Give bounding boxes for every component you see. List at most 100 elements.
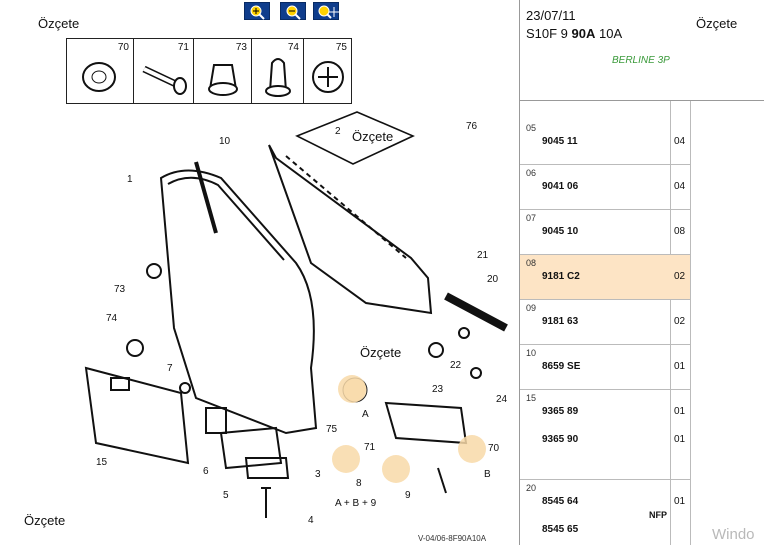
cap-icon <box>312 61 344 93</box>
part-reference: 8545 64 <box>542 496 579 507</box>
row-index: 05 <box>526 123 537 133</box>
callout-label: A <box>362 409 369 420</box>
catalog-date: 23/07/11 <box>526 8 576 23</box>
callout-label[interactable]: 21 <box>477 250 489 261</box>
table-row[interactable]: 20 8545 64 NFP 01 8545 65 <box>520 480 690 546</box>
callout-label[interactable]: 73 <box>114 284 126 295</box>
part-reference: 8545 65 <box>542 524 579 535</box>
part-number: 71 <box>177 42 189 53</box>
callout-label[interactable]: 6 <box>203 466 209 477</box>
plug-icon <box>208 64 238 96</box>
zoom-in-icon <box>250 5 265 20</box>
row-qty: 02 <box>674 316 686 327</box>
callout-label[interactable]: 23 <box>432 384 444 395</box>
part-cell[interactable]: 71 <box>133 39 193 103</box>
column-divider <box>690 101 691 545</box>
callout-label[interactable]: 5 <box>223 490 229 501</box>
grommet-icon <box>82 62 116 92</box>
callout-label[interactable]: 3 <box>315 469 321 480</box>
watermark-text: Özçete <box>696 16 738 31</box>
row-index: 08 <box>526 258 537 268</box>
part-reference: 9045 10 <box>542 226 579 237</box>
callout-label[interactable]: 75 <box>326 424 338 435</box>
part-number: 73 <box>235 42 247 53</box>
watermark-text: Özçete <box>352 129 394 144</box>
hotspot-marker[interactable] <box>382 455 410 483</box>
part-reference: 9365 89 <box>542 406 579 417</box>
hotspot-marker[interactable] <box>338 375 366 403</box>
part-reference: 8659 SE <box>542 361 581 372</box>
zoom-out-icon <box>286 5 301 20</box>
part-reference: 9365 90 <box>542 434 579 445</box>
callout-label[interactable]: 4 <box>308 515 314 526</box>
callout-label[interactable]: 8 <box>356 478 362 489</box>
table-row[interactable]: 09 9181 63 02 <box>520 300 690 345</box>
zoom-pan-icon <box>318 5 339 19</box>
row-index: 15 <box>526 393 537 403</box>
part-number: 75 <box>335 42 347 53</box>
callout-label[interactable]: 74 <box>106 313 118 324</box>
callout-label[interactable]: 20 <box>487 274 499 285</box>
callout-label: B <box>484 469 491 480</box>
callout-label[interactable]: 76 <box>466 121 478 132</box>
callout-label[interactable]: 70 <box>488 443 500 454</box>
part-reference: 9181 63 <box>542 316 579 327</box>
part-reference: 9045 11 <box>542 136 578 147</box>
hotspot-marker[interactable] <box>332 445 360 473</box>
vehicle-variant: BERLINE 3P <box>612 55 670 66</box>
door-exploded-diagram <box>84 111 508 518</box>
table-row[interactable]: 10 8659 SE 01 <box>520 345 690 390</box>
callout-label[interactable]: 2 <box>335 126 341 137</box>
callout-label[interactable]: 24 <box>496 394 508 405</box>
table-row[interactable]: 06 9041 06 04 <box>520 165 690 210</box>
screw-icon <box>142 65 187 95</box>
callout-label[interactable]: 1 <box>127 174 133 185</box>
os-watermark: Windo <box>712 526 755 543</box>
row-index: 07 <box>526 213 537 223</box>
column-divider <box>670 101 671 545</box>
part-cell[interactable]: 75 <box>303 39 351 103</box>
catalog-code: S10F 9 90A 10A <box>526 26 622 41</box>
table-row[interactable]: 05 9045 11 04 <box>520 120 690 165</box>
zoom-toolbar <box>0 0 519 22</box>
row-index: 06 <box>526 168 537 178</box>
bump-stop-icon <box>265 58 291 97</box>
code-suffix: 10A <box>595 26 623 41</box>
zoom-out-button[interactable] <box>280 2 306 20</box>
table-row[interactable]: 07 9045 10 08 <box>520 210 690 255</box>
zoom-pan-button[interactable] <box>313 2 339 20</box>
part-cell[interactable]: 70 <box>67 39 133 103</box>
callout-label[interactable]: 9 <box>405 490 411 501</box>
callout-label[interactable]: 71 <box>364 442 376 453</box>
row-index: 20 <box>526 483 537 493</box>
part-cell[interactable]: 73 <box>193 39 251 103</box>
part-number: 74 <box>287 42 299 53</box>
zoom-in-button[interactable] <box>244 2 270 20</box>
hotspot-marker[interactable] <box>458 435 486 463</box>
row-note: NFP <box>649 510 667 520</box>
watermark-text: Özçete <box>24 513 66 528</box>
table-row-selected[interactable]: 08 9181 C2 02 <box>520 255 690 300</box>
watermark-text: Özçete <box>360 345 402 360</box>
row-qty: 04 <box>674 181 686 192</box>
callout-label[interactable]: 15 <box>96 457 108 468</box>
part-reference: 9041 06 <box>542 181 579 192</box>
callout-label[interactable]: 10 <box>219 136 231 147</box>
table-row[interactable]: 15 9365 89 01 9365 90 01 <box>520 390 690 480</box>
callout-label[interactable]: 7 <box>167 363 173 374</box>
row-qty: 04 <box>674 136 686 147</box>
parts-strip: 70 71 73 74 75 <box>66 38 352 104</box>
part-cell[interactable]: 74 <box>251 39 303 103</box>
diagram-reference: V-04/06-8F90A10A <box>418 534 487 543</box>
callout-label[interactable]: 22 <box>450 360 462 371</box>
catalog-header: 23/07/11 S10F 9 90A 10A BERLINE 3P <box>519 0 764 100</box>
callout-label: A + B + 9 <box>335 498 377 509</box>
row-qty: 01 <box>674 496 686 507</box>
row-qty: 02 <box>674 271 686 282</box>
part-number: 70 <box>117 42 129 53</box>
row-index: 10 <box>526 348 537 358</box>
part-reference: 9181 C2 <box>542 271 580 282</box>
watermark-text: Özçete <box>38 16 80 31</box>
row-qty: 01 <box>674 406 686 417</box>
parts-table: 05 9045 11 04 06 9041 06 04 07 9045 10 0… <box>519 100 764 545</box>
